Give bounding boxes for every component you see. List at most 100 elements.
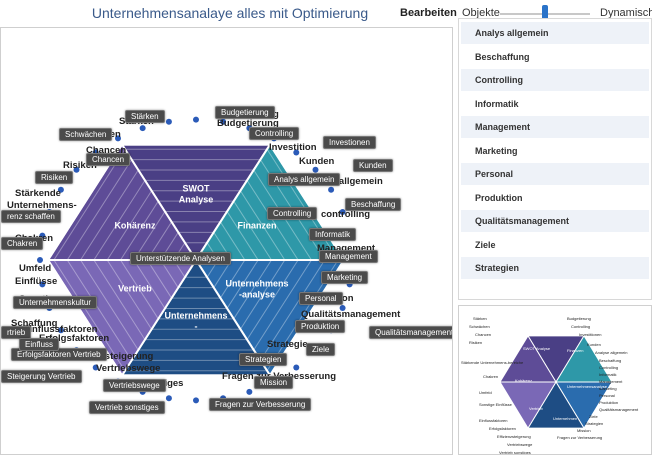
connector-dot [339,208,346,215]
diagram-tag[interactable]: Schwächen [59,128,113,141]
diagram-ghost-label: Risiken [63,160,97,171]
connector-dot [312,166,319,173]
diagram-tag[interactable]: Mission [254,376,294,389]
diagram-tag[interactable]: Einfluss [19,338,60,351]
diagram-tag[interactable]: Budgetierung [215,106,275,119]
sidebar-item[interactable]: Beschaffung [475,51,530,62]
diagram-tag[interactable]: Strategien [239,353,288,366]
diagram-tag[interactable]: Analys allgemein [268,173,341,186]
diagram-tag[interactable]: Kunden [353,159,393,172]
diagram-tag[interactable]: Stärken [125,110,165,123]
diagram-tag[interactable]: Unternehmenskultur [13,296,98,309]
segment-hatch [239,259,286,330]
diagram-tag[interactable]: Risiken [35,171,74,184]
connector-dot [139,125,146,132]
diagram-tag[interactable]: Controlling [249,127,300,140]
preview-label: Schwächen [469,324,490,329]
edit-mode-button[interactable]: Bearbeiten [400,7,457,19]
preview-segment [499,334,557,383]
preview-label: Beschaffung [599,358,621,363]
diagram-ghost-label: Kunden [299,156,335,167]
diagram-tag[interactable]: Marketing [321,271,369,284]
segment-hatch [246,259,299,340]
preview-label: Stärken [473,316,487,321]
hexagon-diagram: SWOTAnalyseFinanzenUnternehmens-analyseU… [37,116,355,404]
segment-label: Unternehmens [164,310,227,320]
connector-dot [339,305,346,312]
preview-label: Stärkende Unternehmens-bereiche [461,360,524,365]
diagram-ghost-label: gsteigerung [99,351,154,362]
diagram-tag[interactable]: Controlling [267,207,318,220]
diagram-tag[interactable]: Investionen [323,136,376,149]
preview-label: Ziele [589,414,598,419]
preview-label: Qualitätsmanagement [599,407,639,412]
diagram-tag[interactable]: Vertriebswege [103,379,166,392]
preview-label: Risiken [469,340,482,345]
connector-dot [328,186,335,193]
page-title: Unternehmensanalaye alles mit Optimierun… [91,5,369,21]
diagram-tag[interactable]: Chakren [1,237,44,250]
diagram-tag[interactable]: Chancen [86,153,131,166]
diagram-tag[interactable]: Management [319,250,378,263]
center-tag[interactable]: Unterstützende Analysen [130,252,231,265]
segment-hatch [219,221,246,261]
diagram-tag[interactable]: Informatik [309,228,357,241]
preview-label: Unternehmensanalyse [567,384,608,389]
segment-hatch [259,259,326,361]
diagram-tag[interactable]: Produktion [295,320,346,333]
preview-label: Unternehmen [553,416,577,421]
diagram-tag[interactable]: rtrieb [1,326,32,339]
connector-dot [165,395,172,402]
diagram-tag[interactable]: Vertrieb sonstiges [89,401,165,414]
segment-hatch [53,259,126,372]
segment-hatch [120,200,159,261]
segment-hatch [239,190,286,261]
diagram-tag[interactable]: Beschaffung [345,198,402,211]
preview-label: Einflussfaktoren [479,418,507,423]
segment-hatch [120,259,159,320]
sidebar-item[interactable]: Strategien [461,257,649,279]
segment-hatch [233,259,272,320]
preview-label: SWOT Analyse [523,346,551,351]
segment-hatch [219,259,246,299]
segment-label: SWOT [183,184,210,194]
diagram-ghost-label: Vertriebswege [96,363,161,374]
segment-hatch [246,180,299,261]
diagram-tag[interactable]: Qualitätsmanagement [369,326,452,339]
preview-label: Kunden [587,342,601,347]
sidebar-item[interactable]: Qualitätsmanagement [461,210,649,232]
segment-hatch [80,259,139,351]
segment-hatch [133,211,166,261]
diagram-tag[interactable]: Ziele [306,343,336,356]
sidebar-item[interactable]: Ziele [475,239,496,250]
preview-label: Sonstige Einflüsse [479,402,513,407]
sidebar-item[interactable]: Controlling [461,69,649,91]
sidebar-item[interactable]: Marketing [475,145,518,156]
preview-label: Umfeld [479,390,492,395]
preview-label: Vertrieb [529,406,544,411]
diagram-tag[interactable]: Steigerung Vertrieb [1,370,82,383]
connector-dot [92,364,99,371]
diagram-tag[interactable]: renz schaffen [1,210,61,223]
sidebar-item[interactable]: Informatik [475,98,519,109]
diagram-ghost-label: Umfeld [19,263,52,274]
connector-dot [220,118,227,125]
diagram-ghost-label: e allgemein [331,176,383,187]
diagram-tag[interactable]: Fragen zur Verbesserung [209,398,312,411]
sidebar-item[interactable]: Analys allgemein [461,22,649,44]
segment-label: - [195,321,198,331]
sidebar-item[interactable]: Produktion [475,192,523,203]
diagram-ghost-label: Einflüsse [15,276,58,287]
diagram-tag[interactable]: Personal [299,292,343,305]
mode-slider-thumb[interactable] [542,5,548,20]
segment-hatch [93,180,146,261]
segment-hatch [133,259,166,309]
sidebar-item[interactable]: Personal [461,163,649,185]
diagram-ghost-label: Stärkende [15,188,61,199]
sidebar-item[interactable]: Management [461,116,649,138]
preview-label: Investitionen [579,332,601,337]
connector-dot [193,397,199,404]
